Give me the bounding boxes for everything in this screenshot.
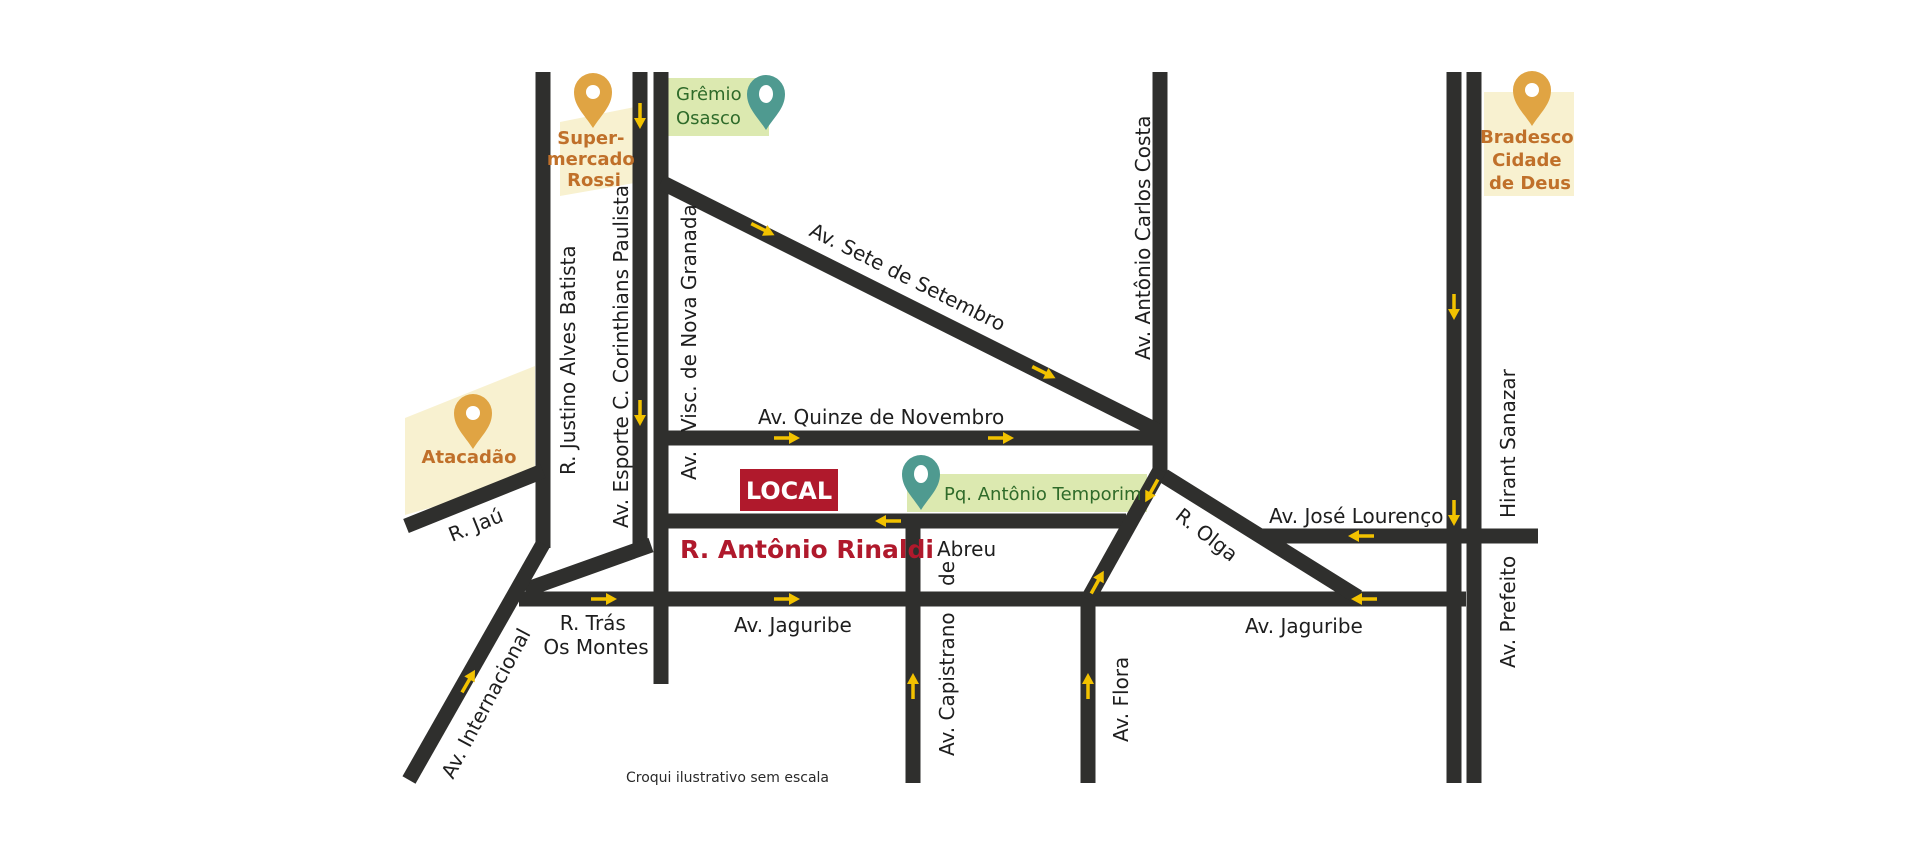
street-jaguribe-right-label: Av. Jaguribe — [1245, 614, 1363, 638]
road-sete — [657, 175, 1164, 439]
street-visc-label: Visc. de Nova Granada — [677, 204, 701, 432]
traffic-arrows — [455, 101, 1462, 701]
poi-areas — [405, 78, 1574, 515]
street-hirant-label: Hirant Sanazar — [1496, 368, 1520, 518]
pq-area — [907, 474, 1147, 512]
poi-bradesco-label: Bradesco Cidade de Deus — [1480, 127, 1580, 194]
poi-atacadao-label: Atacadão — [422, 447, 517, 468]
street-capistrano-label: Av. Capistrano — [935, 612, 959, 756]
street-justino-label: R. Justino Alves Batista — [556, 245, 580, 475]
local-badge — [740, 469, 838, 511]
street-de-label: de — [935, 561, 959, 586]
supermercado-area — [560, 106, 640, 196]
road-jau — [403, 464, 546, 533]
local-badge-label: LOCAL — [746, 477, 832, 505]
scale-note: Croqui ilustrativo sem escala — [626, 770, 829, 786]
street-flora-label: Av. Flora — [1109, 657, 1133, 742]
target-street-label: R. Antônio Rinaldi — [680, 535, 934, 564]
road-internacional — [402, 540, 550, 784]
street-av-small-label: Av. — [677, 451, 701, 480]
street-jose-lourenco-label: Av. José Lourenço — [1269, 504, 1443, 528]
street-abreu-label: Abreu — [937, 537, 996, 561]
road-connector — [522, 537, 654, 598]
poi-labels: Super- mercado Rossi Grêmio Osasco Brade… — [422, 84, 1580, 505]
street-tras-label: R. Trás Os Montes — [543, 611, 648, 659]
poi-gremio-label: Grêmio Osasco — [676, 84, 747, 129]
street-antonio-costa-label: Av. Antônio Carlos Costa — [1131, 115, 1155, 360]
street-labels: R. Justino Alves Batista Av. Esporte C. … — [436, 115, 1520, 782]
street-prefeito-label: Av. Prefeito — [1496, 556, 1520, 668]
street-jaguribe-left-label: Av. Jaguribe — [734, 613, 852, 637]
street-esporte-label: Av. Esporte C. Corinthians Paulista — [609, 185, 633, 528]
poi-supermercado-label: Super- mercado Rossi — [547, 128, 641, 191]
poi-pq-label: Pq. Antônio Temporim — [944, 484, 1142, 505]
local-marker: LOCAL R. Antônio Rinaldi — [680, 469, 934, 564]
street-quinze-label: Av. Quinze de Novembro — [758, 405, 1004, 429]
